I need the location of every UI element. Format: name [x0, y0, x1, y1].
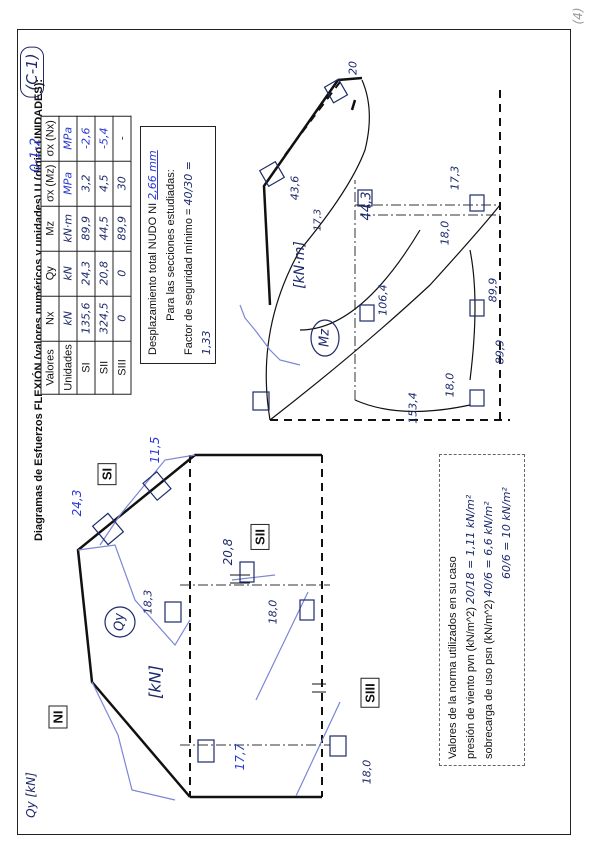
table-cell: -5,4 — [95, 115, 113, 161]
qy-value: 18,3 — [141, 589, 155, 615]
sections-label: Para las secciones estudiadas: — [165, 169, 177, 321]
qy-value: 24,3 — [70, 489, 84, 517]
displacement-line: Desplazamiento total NUDO NI 2,66 mm — [146, 150, 159, 355]
header-cell: σx (Mz) — [41, 160, 59, 206]
qy-value: 18,0 — [360, 759, 374, 785]
mz-value: 89,9 — [486, 277, 500, 303]
table-cell: SI — [77, 340, 95, 395]
qy-value: 11,5 — [148, 436, 162, 464]
qy-hatching — [230, 574, 326, 693]
norm-use-line: sobrecarga de uso psn (kN/m^2) 40/6 = 6,… — [482, 501, 495, 759]
table-row: SII 324,5 20,8 44,5 4,5 -5,4 — [95, 115, 113, 395]
norm-use-value-2: 60/6 = 10 kN/m² — [500, 487, 513, 579]
section-label-siii: SIII — [360, 678, 380, 708]
mz-circle-label: Mz — [317, 328, 333, 348]
qy-value: 17,7 — [233, 743, 247, 771]
table-cell: 0 — [113, 250, 131, 296]
table-cell: -2,6 — [77, 115, 95, 161]
norm-title: Valores de la norma utilizados en su cas… — [447, 556, 459, 759]
header-cell: σx (Nx) — [41, 115, 59, 161]
table-cell: 4,5 — [95, 160, 113, 206]
qy-dashdot — [180, 584, 330, 746]
table-header-row: Valores Nx Qy Mz σx (Mz) σx (Nx) — [41, 115, 59, 395]
norm-wind-line: presión de viento pvn (kN/m^2) 20/18 = 1… — [464, 494, 477, 759]
safety-line: Factor de seguridad mínimo = 40/30 = 1,3… — [182, 161, 213, 355]
mz-value: 106,4 — [376, 284, 390, 316]
table-cell: SIII — [113, 340, 131, 395]
qy-outline — [77, 454, 341, 801]
mz-value: 89,9 — [493, 339, 507, 365]
qy-corner-label: Qy [kN] — [24, 772, 38, 818]
mz-value: 43,6 — [288, 175, 302, 201]
section-label-si: SI — [97, 462, 117, 486]
header-cell: Valores — [41, 340, 59, 395]
page-border — [17, 29, 571, 835]
qy-dashed — [189, 455, 323, 797]
mz-section-boxes — [252, 78, 485, 411]
table-cell: 324,5 — [95, 295, 113, 341]
norm-use-value-1: 40/6 = 6,6 kN/m² — [482, 501, 495, 597]
table-cell: 89,9 — [113, 205, 131, 251]
mz-value: 17,3 — [448, 165, 462, 191]
mz-value: 18,0 — [443, 372, 457, 398]
table-cell: SII — [95, 340, 113, 395]
header-cell: Nx — [41, 295, 59, 341]
table-cell: - — [113, 115, 131, 161]
table-cell: 3,2 — [77, 160, 95, 206]
mz-outline — [239, 304, 301, 366]
table-cell: MPa — [59, 160, 77, 206]
qy-value: 20,8 — [221, 538, 235, 566]
qy-section-boxes — [91, 470, 347, 763]
qy-circle-label: Qy — [112, 613, 128, 631]
mz-value: 17,3 — [312, 208, 324, 232]
mz-unit-label: [kN·m] — [292, 241, 308, 289]
mz-dashdot — [354, 180, 500, 400]
displacement-value: 2,66 mm — [146, 150, 159, 200]
table-row: SIII 0 0 89,9 30 - — [113, 115, 131, 395]
mz-value: 18,0 — [438, 220, 452, 246]
table-cell: 44,5 — [95, 205, 113, 251]
table-cell: 30 — [113, 160, 131, 206]
mz-value: 44,3 — [359, 191, 375, 221]
qy-value: 18,0 — [266, 599, 280, 625]
norm-wind-value: 20/18 = 1,11 kN/m² — [464, 494, 477, 605]
results-table: Valores Nx Qy Mz σx (Mz) σx (Nx) Unidade… — [40, 115, 132, 395]
mz-frame — [262, 76, 363, 306]
table-cell: kN — [59, 250, 77, 296]
mz-value: 153,4 — [406, 392, 420, 424]
table-cell: Unidades — [59, 340, 77, 395]
table-cell: 20,8 — [95, 250, 113, 296]
mz-value: 20 — [346, 61, 360, 75]
table-row: SI 135,6 24,3 89,9 3,2 -2,6 — [77, 115, 95, 395]
table-cell: 0 — [113, 295, 131, 341]
mz-dashed — [270, 81, 510, 421]
table-cell: MPa — [59, 115, 77, 161]
node-label-ni: NI — [48, 705, 68, 729]
table-cell: 24,3 — [77, 250, 95, 296]
table-cell: kN — [59, 295, 77, 341]
header-cell: Mz — [41, 205, 59, 251]
table-cell: kN·m — [59, 205, 77, 251]
header-cell: Qy — [41, 250, 59, 296]
norm-box: Valores de la norma utilizados en su cas… — [439, 454, 525, 766]
table-row: Unidades kN kN kN·m MPa MPa — [59, 115, 77, 395]
table-cell: 89,9 — [77, 205, 95, 251]
qy-unit-label: [kN] — [145, 665, 165, 699]
table-cell: 135,6 — [77, 295, 95, 341]
section-label-sii: SII — [250, 524, 270, 550]
results-box: Desplazamiento total NUDO NI 2,66 mm Par… — [140, 126, 216, 364]
